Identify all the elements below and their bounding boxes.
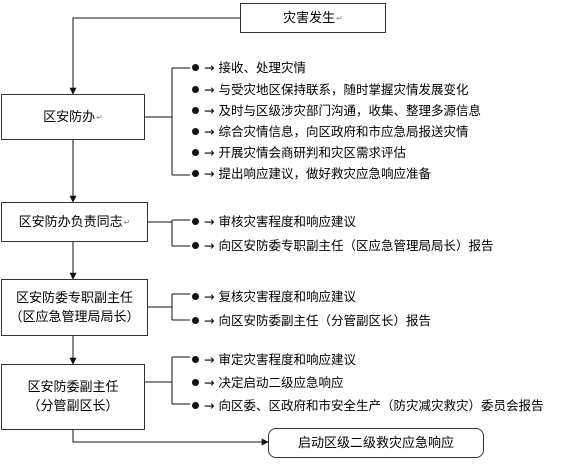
action-item: → 综合灾情信息，向区政府和市应急局报送灾情 <box>204 124 469 139</box>
bullet-icon <box>192 107 199 114</box>
paragraph-mark: ↵ <box>123 217 131 227</box>
bracket-step-3 <box>148 293 190 321</box>
action-item: → 审定灾害程度和响应建议 <box>204 352 356 367</box>
start-node: 灾害发生↵ <box>240 3 386 33</box>
bullet-icon <box>192 293 199 300</box>
bullet-icon <box>192 64 199 71</box>
end-node-label: 启动区级二级救灾应急响应 <box>297 435 454 451</box>
step-node-1-label: 区安防办 <box>43 109 96 125</box>
bullet-icon <box>192 242 199 249</box>
action-item: → 提出响应建议，做好救灾应急响应准备 <box>204 166 431 181</box>
step-node-4: 区安防委副主任 （分管副区长） <box>1 364 145 430</box>
bullet-icon <box>192 86 199 93</box>
action-item: → 向区安防委专职副主任（区应急管理局局长）报告 <box>204 238 494 253</box>
bullet-icon <box>192 379 199 386</box>
arrow-step-4-to-end <box>72 430 269 446</box>
paragraph-mark: ↵ <box>96 112 103 122</box>
action-item: → 复核灾害程度和响应建议 <box>204 289 356 304</box>
step-node-3-label: 区安防委专职副主任 （区应急管理局局长） <box>9 290 140 325</box>
action-item: → 接收、处理灾情 <box>204 60 306 75</box>
bracket-step-1 <box>145 67 190 176</box>
arrow-start-to-step-1 <box>69 17 240 95</box>
bracket-step-4 <box>145 356 190 405</box>
action-item: → 与受灾地区保持联系，随时掌握灾情发展变化 <box>204 82 469 97</box>
bullet-icon <box>192 170 199 177</box>
start-node-label: 灾害发生 <box>283 10 336 26</box>
bullet-icon <box>192 402 199 409</box>
bullet-icon <box>192 356 199 363</box>
bracket-step-2 <box>148 219 190 247</box>
action-item: → 决定启动二级应急响应 <box>204 375 344 390</box>
action-item: → 审核灾害程度和响应建议 <box>204 214 356 229</box>
paragraph-mark: ↵ <box>336 13 343 23</box>
step-node-3: 区安防委专职副主任 （区应急管理局局长） <box>1 279 148 336</box>
bullet-icon <box>192 149 199 156</box>
step-node-2: 区安防办负责同志↵ <box>1 202 148 242</box>
bullet-icon <box>192 317 199 324</box>
end-node: 启动区级二级救灾应急响应 <box>268 428 484 458</box>
action-item: → 向区安防委副主任（分管副区长）报告 <box>204 313 431 328</box>
action-item: → 开展灾情会商研判和灾区需求评估 <box>204 145 406 160</box>
step-node-2-label: 区安防办负责同志 <box>18 214 123 230</box>
step-node-4-label: 区安防委副主任 （分管副区长） <box>27 380 119 414</box>
bullet-icon <box>192 128 199 135</box>
action-item: → 向区委、区政府和市安全生产（防灾减灾救灾）委员会报告 <box>204 398 544 413</box>
bullet-icon <box>192 218 199 225</box>
action-item: → 及时与区级涉灾部门沟通，收集、整理多源信息 <box>204 103 481 118</box>
step-node-1: 区安防办↵ <box>1 94 145 140</box>
